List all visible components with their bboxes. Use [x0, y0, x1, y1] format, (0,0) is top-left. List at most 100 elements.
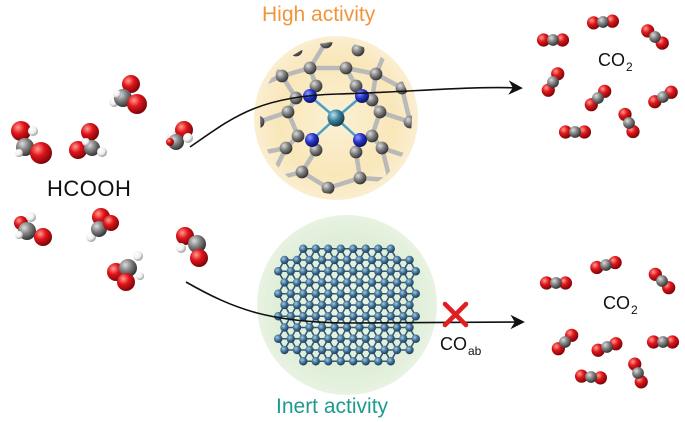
hydrogen-bond: [386, 42, 394, 48]
metal-atom: [349, 334, 358, 343]
metal-atom: [317, 323, 327, 332]
carbon-atom: [281, 105, 295, 119]
carbon-atom: [657, 91, 669, 103]
carbon-atom: [119, 259, 137, 277]
metal-atom: [342, 323, 352, 332]
hydrogen-bond: [236, 84, 252, 88]
metal-atom: [299, 289, 308, 298]
carbon-atom: [592, 92, 604, 104]
oxygen-atom: [69, 141, 87, 159]
hydrogen-bond: [388, 178, 396, 194]
hydrogen-atom: [15, 231, 23, 239]
co-adsorbed-label: COab: [440, 334, 482, 358]
metal-atom: [311, 289, 320, 298]
co2-molecule: [590, 255, 622, 275]
hydrogen-atom: [26, 212, 36, 222]
metal-atom: [405, 323, 414, 332]
co2-molecule: [536, 33, 570, 47]
carbon-atom: [381, 42, 395, 53]
metal-atom: [305, 278, 314, 287]
metal-atom: [349, 312, 358, 321]
metal-atom: [367, 300, 377, 310]
oxygen-atom: [665, 335, 680, 349]
co2-top-label: CO2: [598, 50, 633, 74]
metal-atom: [361, 312, 370, 321]
oxygen-atom: [574, 369, 589, 383]
metal-atom: [280, 255, 289, 265]
metal-atom: [311, 357, 320, 366]
metal-atom: [286, 267, 295, 276]
hydrogen-atom: [28, 126, 38, 136]
metal-atom: [399, 267, 408, 276]
metal-atom: [336, 312, 345, 321]
carbon-atom: [339, 61, 353, 75]
metal-atom: [336, 357, 345, 366]
carbon-atom: [295, 165, 309, 179]
carbon-atom: [263, 173, 277, 187]
carbon-atom: [632, 367, 644, 379]
metal-atom: [367, 278, 377, 287]
carbon-atom: [246, 82, 259, 95]
metal-atom: [305, 323, 314, 332]
metal-atom: [292, 255, 302, 265]
metal-atom: [305, 255, 314, 265]
co2-molecule: [641, 24, 669, 50]
oxygen-atom: [122, 75, 140, 93]
co2-molecule: [574, 369, 608, 385]
co2-molecule: [584, 84, 612, 112]
metal-atom: [299, 334, 308, 343]
metal-atom: [299, 312, 308, 321]
hydrogen-atom: [136, 272, 144, 280]
metal-atom: [355, 323, 364, 332]
co2-molecule: [539, 276, 573, 290]
carbon-atom: [569, 126, 581, 138]
carbon-atom: [657, 336, 669, 348]
carbon-atom: [365, 129, 379, 143]
oxygen-atom: [608, 255, 622, 270]
oxygen-atom: [117, 273, 135, 291]
co2-molecule: [648, 267, 676, 295]
metal-atom: [392, 300, 402, 310]
carbon-atom: [369, 67, 383, 81]
metal-atom: [374, 357, 383, 366]
metal-atom: [336, 334, 345, 343]
hydrogen-atom: [113, 90, 121, 98]
oxygen-atom: [127, 94, 147, 114]
carbon-atom: [279, 141, 293, 155]
carbon-atom: [375, 141, 389, 155]
metal-atom: [342, 255, 352, 265]
metal-atom: [280, 323, 289, 332]
hcooh-molecule: [69, 123, 107, 159]
hcooh-molecule: [107, 251, 144, 291]
metal-atom: [317, 300, 327, 310]
oxygen-atom: [646, 335, 661, 349]
oxygen-atom: [166, 138, 174, 146]
carbon-atom: [353, 171, 367, 185]
metal-atom: [280, 278, 289, 287]
metal-atom: [361, 267, 370, 276]
metal-atom: [330, 300, 339, 310]
metal-atom: [286, 334, 295, 343]
metal-atom: [399, 312, 408, 321]
carbon-atom: [623, 117, 635, 129]
metal-atom: [274, 289, 283, 298]
oxygen-atom: [593, 371, 608, 385]
oxygen-atom: [103, 215, 119, 231]
metal-atom: [317, 345, 327, 355]
carbon-atom: [168, 134, 184, 150]
metal-atom: [317, 255, 327, 265]
metal-atom: [380, 255, 389, 265]
hydrogen-atom: [183, 133, 193, 143]
carbon-atom: [559, 336, 571, 348]
co2-molecule: [551, 328, 579, 356]
hcooh-molecule: [86, 208, 119, 242]
hydrogen-atom: [82, 138, 90, 146]
carbon-atom: [601, 341, 613, 353]
metal-atom: [330, 278, 339, 287]
metal-atom: [311, 267, 320, 276]
carbon-atom: [585, 371, 597, 383]
carbon-atom: [597, 16, 609, 28]
high-activity-label: High activity: [262, 3, 376, 26]
hydrogen-atom: [176, 243, 186, 253]
hydrogen-atom: [97, 147, 107, 157]
